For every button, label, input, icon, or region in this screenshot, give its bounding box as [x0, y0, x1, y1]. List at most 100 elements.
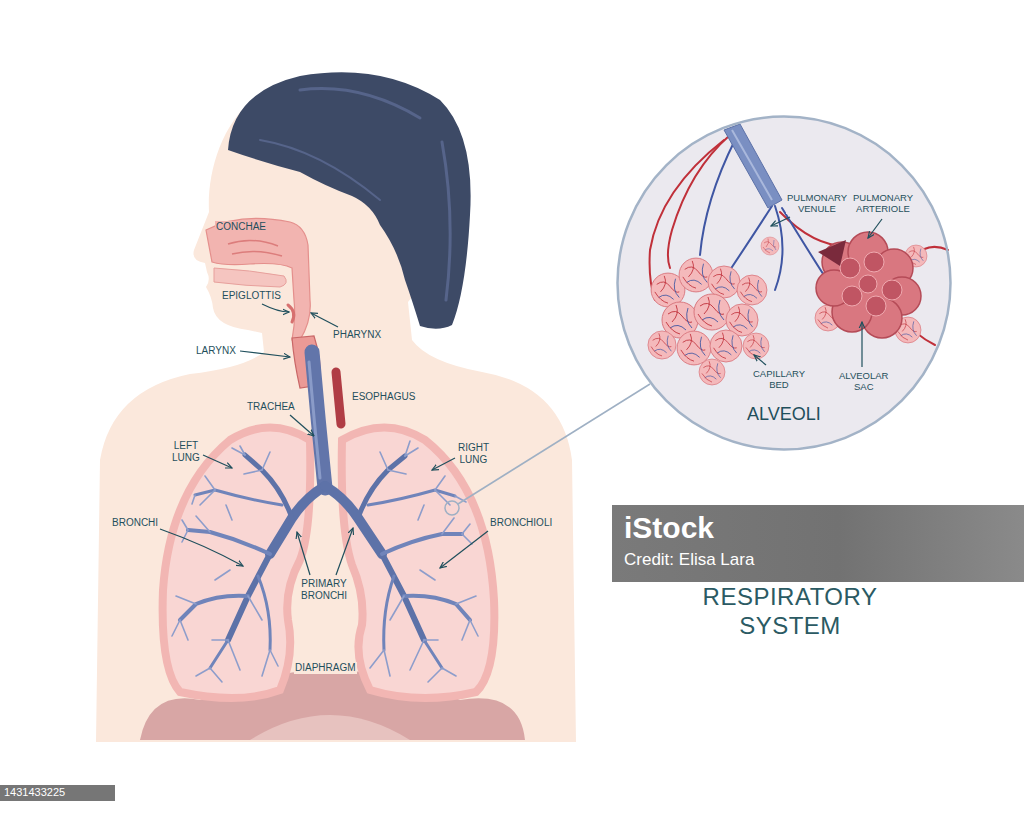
bronchial-tree	[270, 486, 325, 554]
bronchial-tree	[205, 476, 215, 490]
alveoli-cluster	[761, 237, 779, 255]
leader-lines	[297, 532, 310, 575]
circle-outline	[616, 115, 952, 451]
alveolar-sac-chambers	[840, 252, 902, 316]
alveolar-sac-chambers	[882, 280, 902, 300]
part-label: CONCHAE	[215, 221, 267, 233]
leader-lines	[861, 322, 862, 367]
bronchial-tree	[270, 650, 278, 666]
view-title: ALVEOLI	[747, 403, 821, 425]
hair-strand	[300, 89, 420, 118]
bronchial-tree	[368, 490, 455, 505]
alveolar-sac-chambers	[840, 258, 860, 278]
vessel-label: PULMONARY VENULE	[786, 192, 848, 214]
image-id-strip	[0, 785, 115, 801]
bronchial-tree	[244, 470, 262, 474]
bronchial-tree	[455, 496, 466, 502]
bronchial-tree	[240, 446, 245, 455]
bronchial-tree	[215, 570, 230, 580]
leader-lines	[868, 219, 882, 238]
magnifier-spot	[445, 501, 459, 515]
bronchial-tree	[195, 490, 282, 505]
bronchial-tree	[388, 470, 406, 474]
bronchial-tree	[462, 524, 470, 534]
bronchial-tree	[382, 534, 462, 554]
watermark-credit: Credit: Elisa Lara	[624, 550, 754, 570]
bronchial-tree	[172, 441, 478, 682]
leader-lines	[754, 355, 766, 365]
alveolar-sac-chambers	[866, 296, 886, 316]
bronchial-tree	[192, 495, 195, 504]
diagram-title: RESPIRATORY SYSTEM	[690, 582, 890, 640]
bronchial-tree	[428, 668, 442, 682]
esophagus	[336, 372, 341, 424]
bronchial-tree	[358, 456, 405, 518]
epiglottis	[288, 305, 294, 322]
alveoli-cluster	[743, 333, 769, 359]
bronchial-tree	[262, 452, 270, 470]
bronchial-tree	[200, 490, 215, 505]
bronchial-tree	[462, 620, 470, 640]
bronchial-tree	[172, 620, 180, 636]
abdomen	[250, 715, 410, 740]
bronchial-tree	[456, 596, 476, 604]
alveolar-sac-chambers	[864, 252, 884, 272]
bronchial-tree	[258, 576, 270, 650]
alveolar-sac-chambers	[842, 286, 862, 306]
conchae	[232, 251, 282, 256]
bronchiole-highlight	[732, 130, 772, 200]
bronchial-tree	[212, 639, 228, 641]
bronchial-tree	[248, 596, 262, 620]
bronchial-tree	[210, 668, 222, 682]
bronchial-tree	[424, 639, 438, 641]
magnifier-line	[458, 384, 650, 504]
bronchial-tree	[325, 486, 382, 554]
hair-strand	[442, 142, 450, 300]
trachea-highlight	[309, 362, 320, 478]
nasal-cavity	[206, 218, 310, 340]
sac-opening	[818, 240, 846, 266]
bronchial-tree	[384, 576, 394, 650]
bronchial-tree	[196, 668, 210, 676]
bronchial-tree	[442, 668, 456, 676]
part-label: TRACHEA	[247, 401, 295, 413]
bronchial-tree	[228, 640, 240, 670]
bronchial-tree	[380, 452, 388, 470]
bronchial-tree	[390, 596, 404, 620]
bronchial-tree	[370, 650, 384, 668]
alveoli-cluster	[677, 331, 711, 365]
bronchial-tree	[226, 505, 232, 520]
bronchial-tree	[180, 596, 248, 620]
alveolar-sac	[816, 232, 921, 338]
alveoli-cluster	[737, 275, 767, 305]
bronchiole-tube	[724, 124, 782, 208]
leader-lines	[440, 531, 488, 568]
bronchial-tree	[262, 650, 270, 676]
bronchial-tree	[176, 596, 196, 604]
bronchial-tree	[180, 620, 188, 640]
bronchial-tree	[435, 476, 445, 490]
magnified-view-ground	[617, 116, 951, 450]
alveoli-cluster	[710, 330, 742, 362]
leader-lines	[771, 217, 790, 226]
alveolar-sac-chambers	[859, 275, 877, 293]
leader-lines	[240, 351, 290, 357]
leader-lines	[160, 529, 243, 566]
part-label: BRONCHI	[112, 517, 158, 529]
leader-lines	[311, 313, 338, 327]
bronchial-tree	[245, 455, 292, 518]
blood-vessels	[700, 140, 735, 255]
bronchial-tree	[196, 516, 210, 532]
bronchial-tree	[410, 640, 424, 670]
alveoli-cluster	[679, 258, 713, 292]
bronchial-tree	[418, 505, 424, 520]
watermark-band	[612, 505, 1024, 582]
alveoli-cluster	[648, 237, 927, 385]
bronchial-tree	[470, 620, 478, 636]
bronchial-tree	[384, 650, 390, 676]
right-lung	[342, 428, 495, 699]
leader-lines	[432, 458, 455, 470]
bronchial-tree	[462, 534, 472, 544]
bronchial-tree	[404, 596, 470, 620]
